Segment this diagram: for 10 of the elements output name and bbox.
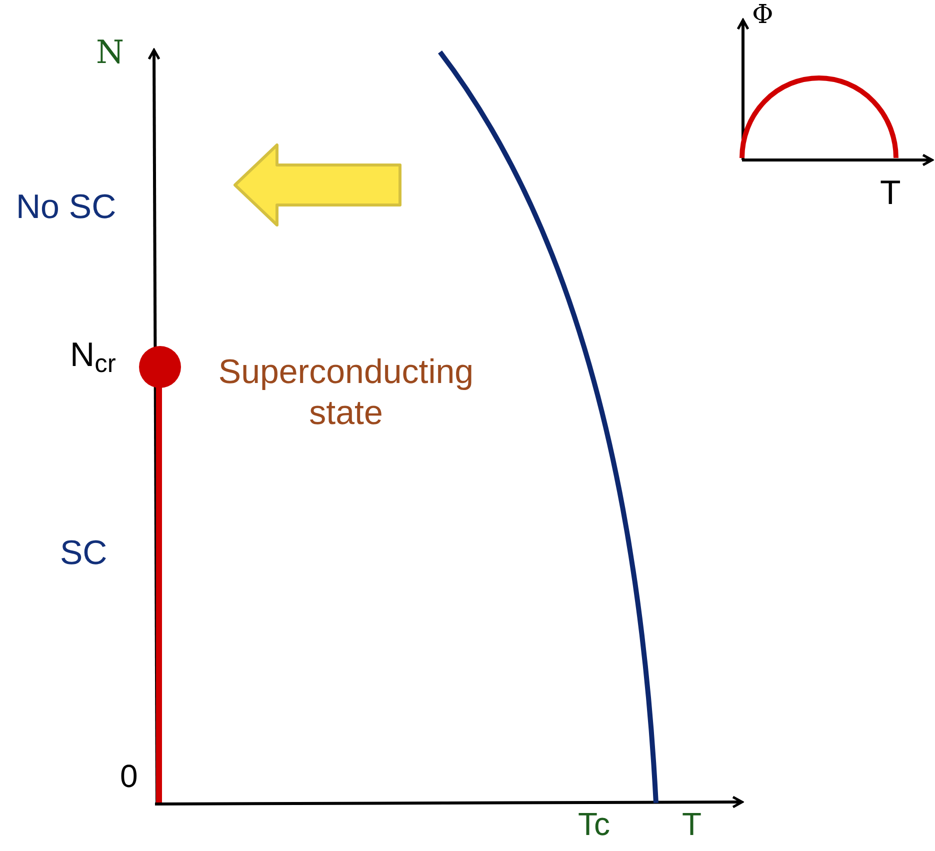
- region-label: No SC: [16, 190, 116, 224]
- axis-label: T: [880, 176, 901, 210]
- region-label: SC: [60, 536, 108, 570]
- state-label: Superconducting state: [217, 352, 475, 434]
- tick-label: N$_{cr}$: [70, 338, 116, 372]
- axis-label: N: [96, 36, 124, 68]
- tick-label: Tc: [578, 808, 610, 840]
- axis-label: T: [682, 808, 702, 840]
- tick-label: 0: [120, 760, 138, 792]
- axis-label: Φ: [752, 2, 774, 28]
